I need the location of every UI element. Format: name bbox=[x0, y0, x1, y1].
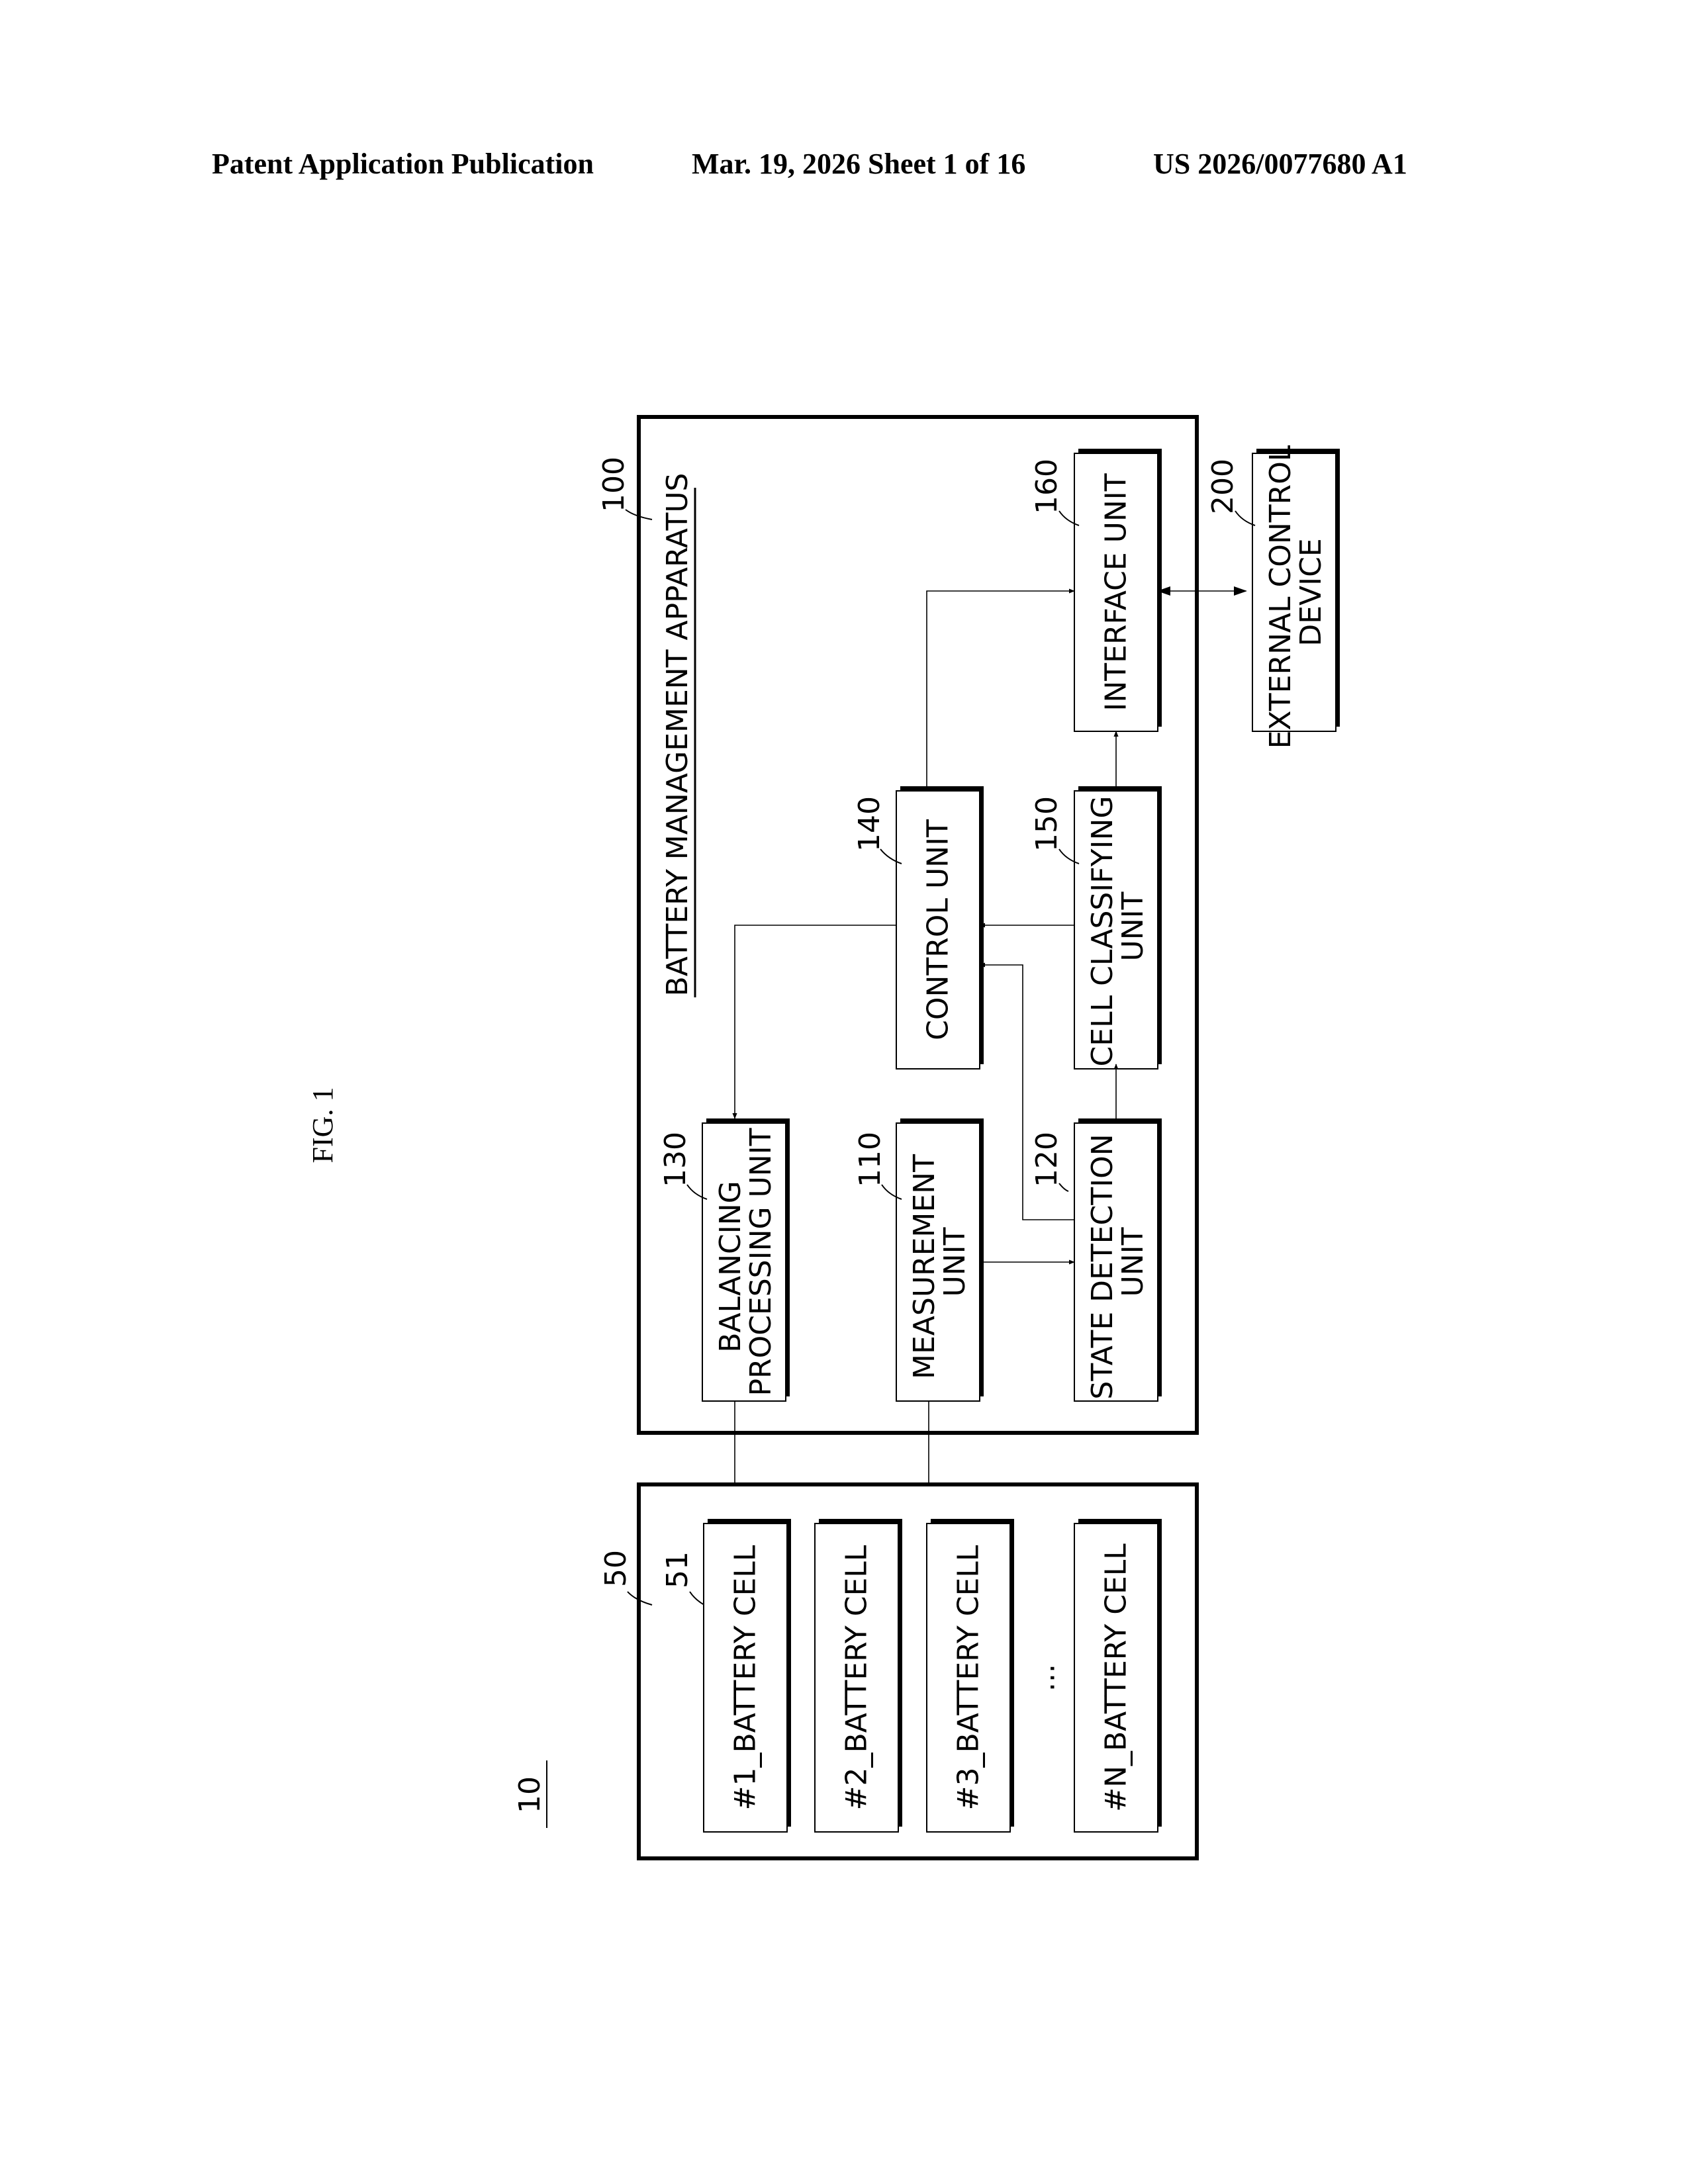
interface-label: INTERFACE UNIT bbox=[1100, 473, 1133, 711]
svg-text:100: 100 bbox=[597, 457, 631, 512]
svg-text:160: 160 bbox=[1030, 459, 1064, 514]
svg-text:#N_BATTERY CELL: #N_BATTERY CELL bbox=[1100, 1543, 1133, 1812]
battery-cell-1: #1_BATTERY CELL bbox=[704, 1519, 791, 1832]
svg-text:#3_BATTERY CELL: #3_BATTERY CELL bbox=[952, 1545, 986, 1810]
svg-text:#2_BATTERY CELL: #2_BATTERY CELL bbox=[840, 1545, 874, 1810]
state-detection-unit: STATE DETECTION UNIT bbox=[1074, 1118, 1162, 1401]
system-ref-10: 10 bbox=[513, 1760, 547, 1828]
svg-text:150: 150 bbox=[1030, 796, 1064, 852]
state-detection-ref-120: 120 bbox=[1030, 1132, 1068, 1191]
control-ref-140: 140 bbox=[853, 796, 902, 864]
external-ref-200: 200 bbox=[1206, 459, 1255, 525]
measurement-ref-110: 110 bbox=[853, 1132, 902, 1199]
balancing-processing-unit: BALANCING PROCESSING UNIT bbox=[702, 1118, 790, 1401]
battery-cell-3: #3_BATTERY CELL bbox=[927, 1519, 1014, 1832]
svg-text:130: 130 bbox=[659, 1132, 692, 1187]
svg-text:10: 10 bbox=[513, 1776, 547, 1813]
control-unit: CONTROL UNIT bbox=[896, 786, 984, 1069]
balancing-ref-130: 130 bbox=[659, 1132, 707, 1199]
control-label: CONTROL UNIT bbox=[921, 819, 955, 1040]
figure-caption: FIG. 1 bbox=[306, 1087, 339, 1163]
svg-text:120: 120 bbox=[1030, 1132, 1064, 1187]
cell-classifying-unit: CELL CLASSIFYING UNIT bbox=[1074, 786, 1162, 1069]
bms-ref-100: 100 bbox=[597, 457, 652, 520]
arrow-control-to-balancing bbox=[735, 925, 896, 1118]
arrow-control-to-interface bbox=[927, 591, 1074, 786]
cell-classifying-ref-150: 150 bbox=[1030, 796, 1079, 864]
pack-ref-50: 50 bbox=[599, 1550, 652, 1605]
svg-text:BATTERY MANAGEMENT APPARATUS: BATTERY MANAGEMENT APPARATUS bbox=[661, 473, 694, 997]
cells-ellipsis: ... bbox=[1028, 1664, 1062, 1692]
external-control-device: EXTERNAL CONTROL DEVICE bbox=[1252, 436, 1340, 749]
cell-ref-51: 51 bbox=[661, 1551, 708, 1607]
svg-text:140: 140 bbox=[853, 796, 886, 852]
svg-text:50: 50 bbox=[599, 1550, 633, 1587]
interface-ref-160: 160 bbox=[1030, 459, 1079, 525]
svg-text:#1_BATTERY CELL: #1_BATTERY CELL bbox=[729, 1545, 763, 1810]
battery-cell-2: #2_BATTERY CELL bbox=[815, 1519, 902, 1832]
bms-title: BATTERY MANAGEMENT APPARATUS bbox=[661, 473, 695, 997]
interface-unit: INTERFACE UNIT bbox=[1074, 449, 1162, 731]
battery-cell-n: #N_BATTERY CELL bbox=[1074, 1519, 1162, 1832]
measurement-unit: MEASUREMENT UNIT bbox=[896, 1118, 984, 1401]
svg-text:110: 110 bbox=[853, 1132, 887, 1187]
svg-text:51: 51 bbox=[661, 1551, 694, 1588]
svg-text:200: 200 bbox=[1206, 459, 1240, 514]
